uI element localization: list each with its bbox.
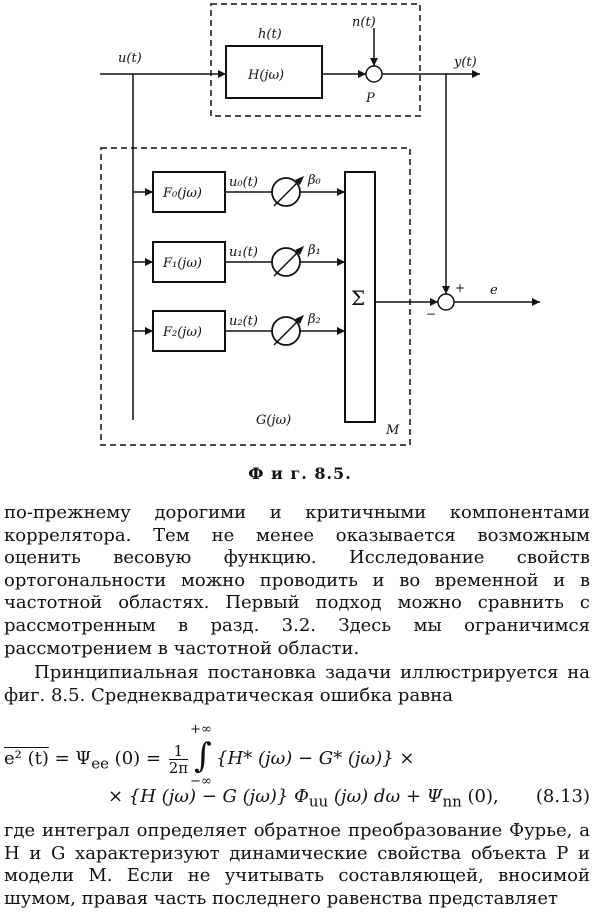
weight-2-label: β₂ — [307, 312, 321, 327]
object-label: P — [365, 91, 375, 106]
output-label: y(t) — [453, 55, 477, 70]
model-label: M — [385, 423, 400, 438]
signal-1-label: u₁(t) — [229, 245, 258, 260]
impulse-response-label: h(t) — [258, 27, 282, 42]
filter-1-label: F₁(jω) — [162, 256, 202, 271]
figure-caption: Ф и г. 8.5. — [248, 464, 352, 483]
paragraph-2: Принципиальная постановка задачи иллюстр… — [4, 662, 590, 706]
model-dashed-box — [100, 147, 411, 446]
plant-summing-junction — [365, 65, 383, 83]
filter-0-label: F₀(jω) — [162, 186, 202, 201]
paragraph-1: по-прежнему дорогими и критичными компон… — [4, 502, 590, 659]
equation-lhs: e² (t) — [4, 748, 49, 769]
block-diagram: u(t) h(t) H(jω) n(t) y(t) P F₀(jω) F₁(jω… — [100, 3, 540, 446]
weight-potentiometer-1 — [271, 246, 304, 277]
filter-2-label: F₂(jω) — [162, 325, 202, 340]
integral-sign: +∞∫−∞ — [190, 722, 212, 789]
plant-transfer-label: H(jω) — [247, 68, 284, 83]
error-label: e — [490, 283, 498, 298]
model-summer — [344, 171, 376, 423]
equation-number: (8.13) — [535, 786, 590, 807]
plant-block — [225, 45, 323, 99]
weight-0-label: β₀ — [307, 173, 322, 188]
sum-symbol: Σ — [351, 286, 365, 310]
minus-sign: − — [426, 307, 436, 321]
input-signal-label: u(t) — [118, 51, 142, 66]
error-summing-junction — [437, 293, 455, 311]
weight-potentiometer-2 — [271, 315, 304, 346]
signal-0-label: u₀(t) — [229, 175, 258, 190]
paragraph-3: где интеграл определяет обратное преобра… — [4, 820, 590, 909]
equation-line-2: × {H (jω) − G (jω)} Φuu (jω) dω + Ψnn (0… — [108, 786, 590, 811]
weight-potentiometer-0 — [271, 176, 304, 207]
noise-label: n(t) — [352, 15, 376, 30]
object-dashed-box — [210, 3, 421, 117]
weight-1-label: β₁ — [307, 243, 321, 258]
plus-sign: + — [455, 281, 465, 295]
model-transfer-label: G(jω) — [256, 413, 291, 428]
signal-2-label: u₂(t) — [229, 314, 258, 329]
